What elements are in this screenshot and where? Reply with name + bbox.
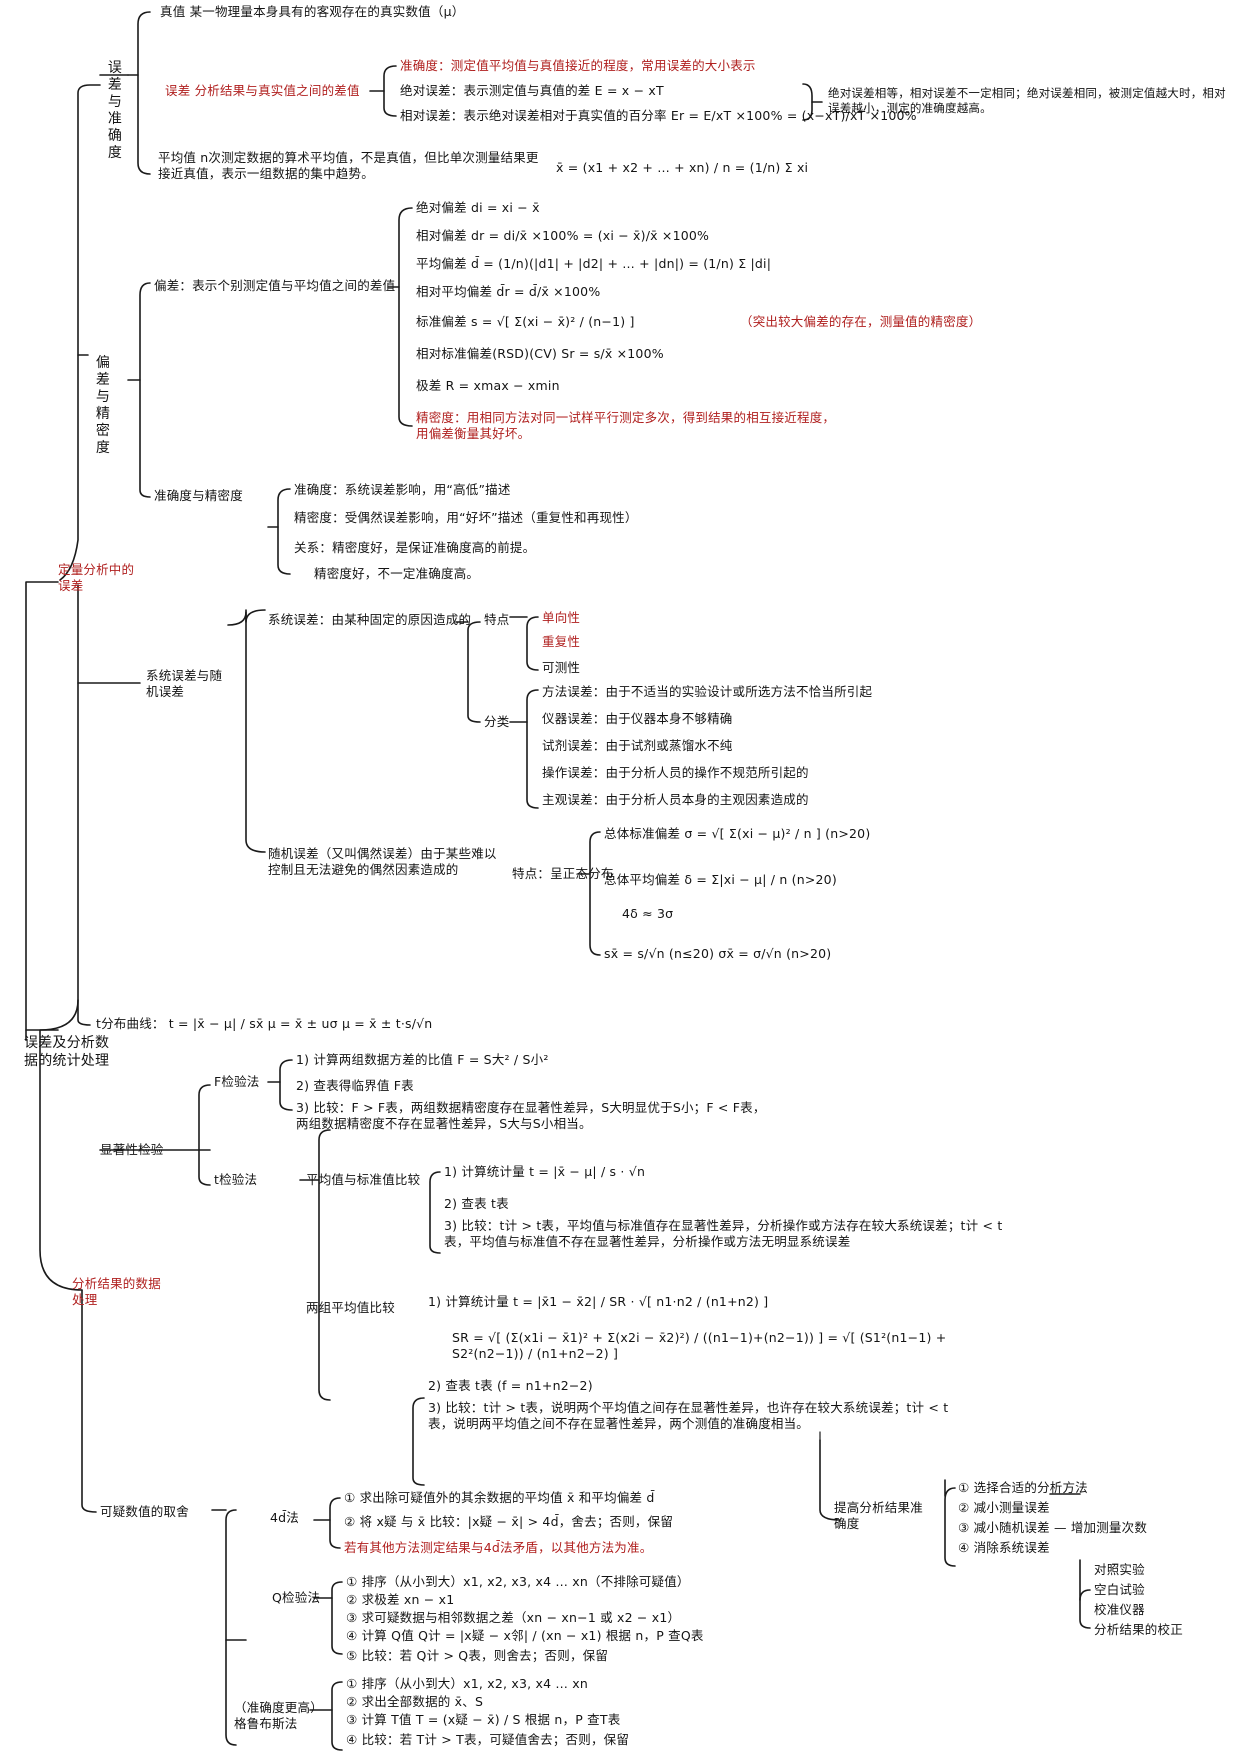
t-tm-step-3: 3) 比较：t计 > t表，说明两个平均值之间存在显著性差异，也许存在较大系统误… [428,1400,949,1431]
deviation-item-mean: 平均偏差 d̄ = (1/n)(|d1| + |d2| + … + |dn|) … [416,256,772,271]
deviation-item-rsd: 相对标准偏差(RSD)(CV) Sr = s/x̄ ×100% [416,346,664,361]
branch-error-in-analysis: 定量分析中的误差 [58,562,135,593]
grubbs-step-1: ① 排序（从小到大）x1, x2, x3, x4 … xn [346,1676,588,1691]
standard-error-of-mean: sx̄ = s/√n (n≤20) σx̄ = σ/√n (n>20) [604,946,832,961]
q-test-method: Q检验法 [272,1590,321,1605]
random-error-node: 随机误差（又叫偶然误差）由于某些难以控制且无法避免的偶然因素造成的 [268,846,497,877]
population-sd: 总体标准偏差 σ = √[ Σ(xi − μ)² / n ] (n>20) [604,826,871,841]
accuracy-precision-node: 准确度与精密度 [154,488,243,503]
population-mean-dev: 总体平均偏差 δ = Σ|xi − μ| / n (n>20) [604,872,837,887]
systematic-error-node: 系统误差：由某种固定的原因造成的 [268,612,472,627]
deviation-item-absolute: 绝对偏差 di = xi − x̄ [416,200,540,215]
deviation-item-range: 极差 R = xmax − xmin [416,378,560,393]
q-step-4: ④ 计算 Q值 Q计 = |x疑 − x邻| / (xn − x1) 根据 n，… [346,1628,704,1643]
remove-calibrate: 校准仪器 [1094,1602,1145,1617]
feature-measurable: 可测性 [542,660,581,675]
remove-blank: 空白试验 [1094,1582,1145,1597]
class-operation: 操作误差：由于分析人员的操作不规范所引起的 [542,765,809,780]
four-d-method: 4d̄法 [270,1510,299,1525]
t-tm-step-2: 2) 查表 t表 (f = n1+n2−2) [428,1378,593,1393]
f-step-2: 2) 查表得临界值 F表 [296,1078,414,1093]
relative-error-node: 相对误差：表示绝对误差相对于真实值的百分率 Er = E/xT ×100% = … [400,108,917,123]
t-distribution-node: t分布曲线： t = |x̄ − μ| / sx̄ μ = x̄ ± uσ μ … [96,1016,433,1031]
delta-sigma-relation: 4δ ≈ 3σ [622,906,674,921]
accuracy-def-node: 准确度：测定值平均值与真值接近的程度，常用误差的大小表示 [400,58,756,73]
precision-influence: 精密度：受偶然误差影响，用“好坏”描述（重复性和再现性） [294,510,638,525]
pooled-sd-formula: SR = √[ (Σ(x1i − x̄1)² + Σ(x2i − x̄2)²) … [452,1330,947,1361]
root-title: 误差及分析数据的统计处理 [24,1035,110,1069]
remove-control: 对照实验 [1094,1562,1145,1577]
true-value-node: 真值 某一物理量本身具有的客观存在的真实数值（μ） [160,4,465,19]
mean-node: 平均值 n次测定数据的算术平均值，不是真值，但比单次测量结果更接近真值，表示一组… [158,150,539,181]
grubbs-step-4: ④ 比较：若 T计 > T表，可疑值舍去；否则，保留 [346,1732,630,1747]
improve-3: ③ 减小随机误差 — 增加测量次数 [958,1520,1148,1535]
remove-correct: 分析结果的校正 [1094,1622,1183,1637]
t-tm-step-1: 1) 计算统计量 t = |x̄1 − x̄2| / SR · √[ n1·n2… [428,1294,769,1309]
four-d-note: 若有其他方法测定结果与4d̄法矛盾，以其他方法为准。 [344,1540,653,1555]
class-subjective: 主观误差：由于分析人员本身的主观因素造成的 [542,792,809,807]
improve-2: ② 减小测量误差 [958,1500,1050,1515]
grubbs-step-3: ③ 计算 T值 T = (x疑 − x̄) / S 根据 n，P 查T表 [346,1712,621,1727]
t-mean-vs-standard: 平均值与标准值比较 [306,1172,421,1187]
f-step-1: 1) 计算两组数据方差的比值 F = S大² / S小² [296,1052,549,1067]
q-step-1: ① 排序（从小到大）x1, x2, x3, x4 … xn（不排除可疑值） [346,1574,690,1589]
improve-4: ④ 消除系统误差 [958,1540,1050,1555]
grubbs-method: （准确度更高）格鲁布斯法 [234,1700,317,1731]
branch-precision: 偏差与精密度 [95,355,111,456]
branch-accuracy: 误差与准确度 [107,60,123,161]
feature-unidirectional: 单向性 [542,610,581,625]
f-test-node: F检验法 [214,1074,260,1089]
q-step-2: ② 求极差 xn − x1 [346,1592,455,1607]
error-def-node: 误差 分析结果与真实值之间的差值 [165,83,360,98]
branch-data-processing: 分析结果的数据处理 [72,1276,161,1307]
standard-deviation-note: （突出较大偏差的存在，测量值的精密度） [740,314,982,329]
deviation-item-relative-mean: 相对平均偏差 d̄r = d̄/x̄ ×100% [416,284,601,299]
q-step-3: ③ 求可疑数据与相邻数据之差（xn − xn−1 或 x2 − x1） [346,1610,681,1625]
grubbs-step-2: ② 求出全部数据的 x̄、S [346,1694,484,1709]
error-note: 绝对误差相等，相对误差不一定相同；绝对误差相同，被测定值越大时，相对误差越小，测… [828,86,1226,115]
improve-1: ① 选择合适的分析方法 [958,1480,1088,1495]
t-two-means: 两组平均值比较 [306,1300,395,1315]
t-ms-step-2: 2) 查表 t表 [444,1196,509,1211]
deviation-item-relative: 相对偏差 dr = di/x̄ ×100% = (xi − x̄)/x̄ ×10… [416,228,710,243]
deviation-item-standard: 标准偏差 s = √[ Σ(xi − x̄)² / (n−1) ] [416,314,635,329]
classes-label: 分类 [484,714,510,729]
relation-1: 关系：精密度好，是保证准确度高的前提。 [294,540,536,555]
feature-repeatable: 重复性 [542,634,581,649]
accuracy-influence: 准确度：系统误差影响，用“高低”描述 [294,482,511,497]
precision-def-node: 精密度：用相同方法对同一试样平行测定多次，得到结果的相互接近程度，用偏差衡量其好… [416,410,836,441]
outliers-node: 可疑数值的取舍 [100,1504,189,1519]
mean-formula: x̄ = (x1 + x2 + … + xn) / n = (1/n) Σ xi [556,160,809,175]
t-test-node: t检验法 [214,1172,258,1187]
improve-accuracy-node: 提高分析结果准确度 [834,1500,923,1531]
features-label: 特点 [484,612,510,627]
four-d-step-2: ② 将 x疑 与 x̄ 比较：|x疑 − x̄| > 4d̄，舍去；否则，保留 [344,1514,674,1529]
q-step-5: ⑤ 比较：若 Q计 > Q表，则舍去；否则，保留 [346,1648,609,1663]
class-instrument: 仪器误差：由于仪器本身不够精确 [542,711,733,726]
t-ms-step-1: 1) 计算统计量 t = |x̄ − μ| / s · √n [444,1164,646,1179]
f-step-3: 3) 比较：F > F表，两组数据精密度存在显著性差异，S大明显优于S小；F <… [296,1100,766,1131]
relation-2: 精密度好，不一定准确度高。 [314,566,480,581]
significance-test-node: 显著性检验 [100,1142,164,1157]
four-d-step-1: ① 求出除可疑值外的其余数据的平均值 x̄ 和平均偏差 d̄ [344,1490,655,1505]
branch-error-types: 系统误差与随机误差 [146,668,223,699]
class-reagent: 试剂误差：由于试剂或蒸馏水不纯 [542,738,733,753]
deviation-def-node: 偏差：表示个别测定值与平均值之间的差值 [154,278,396,293]
class-method: 方法误差：由于不适当的实验设计或所选方法不恰当所引起 [542,684,873,699]
t-ms-step-3: 3) 比较：t计 > t表，平均值与标准值存在显著性差异，分析操作或方法存在较大… [444,1218,1003,1249]
absolute-error-node: 绝对误差：表示测定值与真值的差 E = x − xT [400,83,664,98]
random-feature: 特点：呈正态分布 [512,866,614,881]
